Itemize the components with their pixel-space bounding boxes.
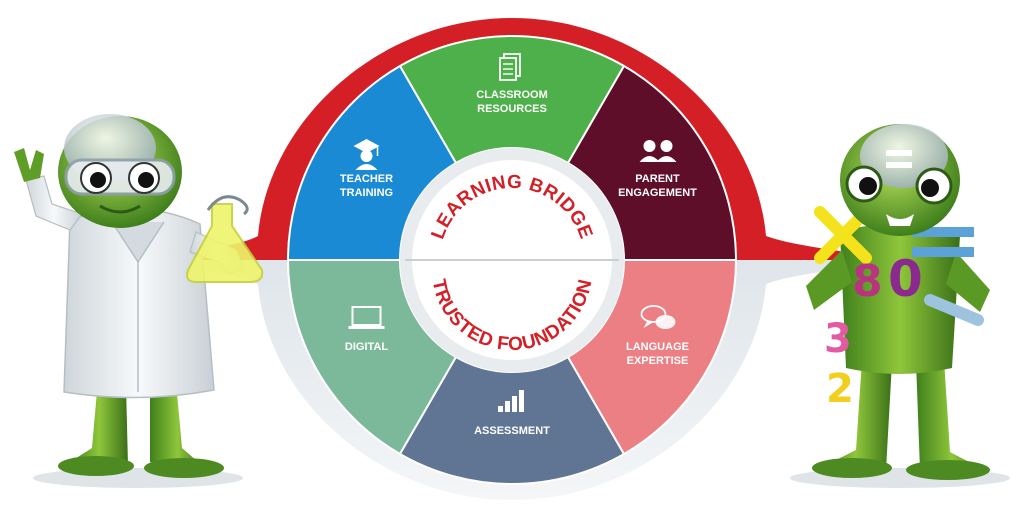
segment-classroom-label-1: CLASSROOM (476, 89, 548, 101)
segment-language-label-2: EXPERTISE (627, 355, 689, 367)
scientist-robot (14, 114, 264, 488)
segment-teacher-label-1: TEACHER (340, 173, 393, 185)
flask-icon (186, 203, 264, 283)
segment-language-label-1: LANGUAGE (626, 341, 689, 353)
svg-text:3: 3 (824, 316, 852, 362)
bar-chart-icon (498, 390, 524, 412)
graduate-icon (353, 139, 380, 170)
document-icon (499, 53, 521, 81)
svg-text:8: 8 (852, 256, 883, 307)
segment-digital-label-1: DIGITAL (345, 341, 388, 353)
segment-assessment-label-1: ASSESSMENT (474, 425, 550, 437)
speech-bubbles-icon (640, 305, 676, 329)
math-symbols: 8 0 3 2 (814, 206, 984, 412)
segment-language[interactable]: LANGUAGE EXPERTISE (566, 259, 738, 456)
segment-classroom[interactable]: CLASSROOM RESOURCES (398, 35, 626, 165)
segment-teacher[interactable]: TEACHER TRAINING (286, 64, 458, 261)
svg-text:2: 2 (826, 366, 854, 412)
svg-text:0: 0 (888, 250, 923, 308)
numbers-robot: 8 0 3 2 (790, 124, 1010, 488)
segment-ring: TEACHER TRAINING CLASSROOM RESOURCES PARENT E… (286, 35, 738, 485)
laptop-icon (348, 306, 385, 329)
segment-classroom-label-2: RESOURCES (477, 103, 547, 115)
segment-teacher-label-2: TRAINING (340, 187, 393, 199)
people-icon (639, 140, 677, 162)
segment-parent-label-2: ENGAGEMENT (618, 187, 697, 199)
segment-parent-label-1: PARENT (635, 173, 680, 185)
segment-digital[interactable]: DIGITAL (286, 259, 458, 456)
